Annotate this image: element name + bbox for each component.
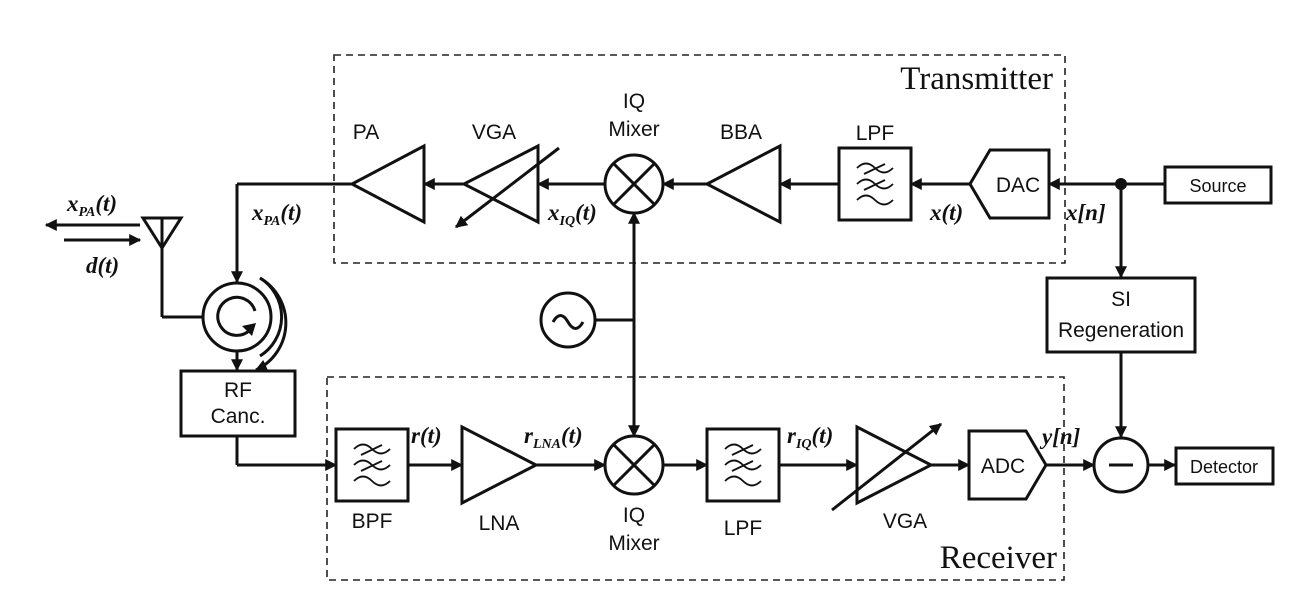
y-n-label: y[n] (1039, 424, 1081, 449)
tx-mixer-label-2: Mixer (608, 118, 659, 141)
tx-lpf-label: LPF (856, 122, 895, 145)
dac-block (968, 148, 1051, 220)
tx-vga-amplifier (460, 143, 540, 225)
receiver-section (326, 376, 1065, 581)
rx-vga-amplifier (855, 424, 935, 506)
rx-lpf-label: LPF (724, 517, 763, 540)
circulator (201, 276, 288, 372)
tx-vga-gain-arrow (455, 146, 560, 229)
si-label-1: SI (1111, 288, 1131, 311)
rx-vga-gain-arrow (831, 422, 942, 512)
bba-amplifier (703, 143, 782, 225)
rx-mixer-label-1: IQ (623, 504, 645, 527)
bpf-filter-icon (353, 443, 391, 487)
source-label: Source (1189, 176, 1246, 196)
d-t-label: d(t) (86, 253, 119, 278)
bpf-label: BPF (352, 510, 393, 533)
rx-lpf-filter-icon (724, 443, 762, 487)
rf-canc-label-1: RF (224, 379, 252, 402)
tx-lpf-filter-icon (856, 162, 894, 206)
r-lna-label: rLNA(t) (524, 423, 583, 452)
detector-block (1174, 446, 1275, 486)
rx-mixer-label-2: Mixer (608, 532, 659, 555)
rf-canc-label-2: Canc. (211, 405, 266, 428)
adc-label: ADC (981, 455, 1025, 478)
x-t-label: x(t) (929, 200, 963, 225)
lna-label: LNA (479, 512, 520, 535)
si-regeneration-block (1045, 276, 1197, 354)
tx-vga-label: VGA (472, 121, 516, 144)
receiver-title: Receiver (940, 540, 1057, 576)
subtractor (1092, 436, 1150, 494)
tx-iq-mixer (603, 153, 665, 215)
dac-label: DAC (996, 174, 1040, 197)
transmitter-section (333, 54, 1066, 264)
rx-iq-mixer (603, 434, 665, 496)
bba-label: BBA (720, 121, 762, 144)
tx-mixer-label-1: IQ (623, 90, 645, 113)
x-pa-label: xPA(t) (251, 200, 302, 229)
rx-vga-label: VGA (883, 510, 927, 533)
lna-amplifier (460, 424, 540, 506)
transmitter-title: Transmitter (900, 61, 1053, 97)
x-pa-external-label: xPA(t) (66, 191, 117, 220)
adc-block (967, 429, 1048, 501)
antenna-icon (140, 216, 184, 317)
x-iq-label: xIQ(t) (547, 200, 597, 229)
r-iq-label: rIQ(t) (787, 423, 833, 452)
r-t-label: r(t) (411, 423, 442, 448)
pa-amplifier (348, 143, 426, 225)
si-label-2: Regeneration (1058, 319, 1184, 342)
detector-label: Detector (1190, 457, 1258, 477)
local-oscillator (539, 291, 597, 349)
x-n-label: x[n] (1065, 200, 1106, 225)
pa-label: PA (353, 121, 379, 144)
